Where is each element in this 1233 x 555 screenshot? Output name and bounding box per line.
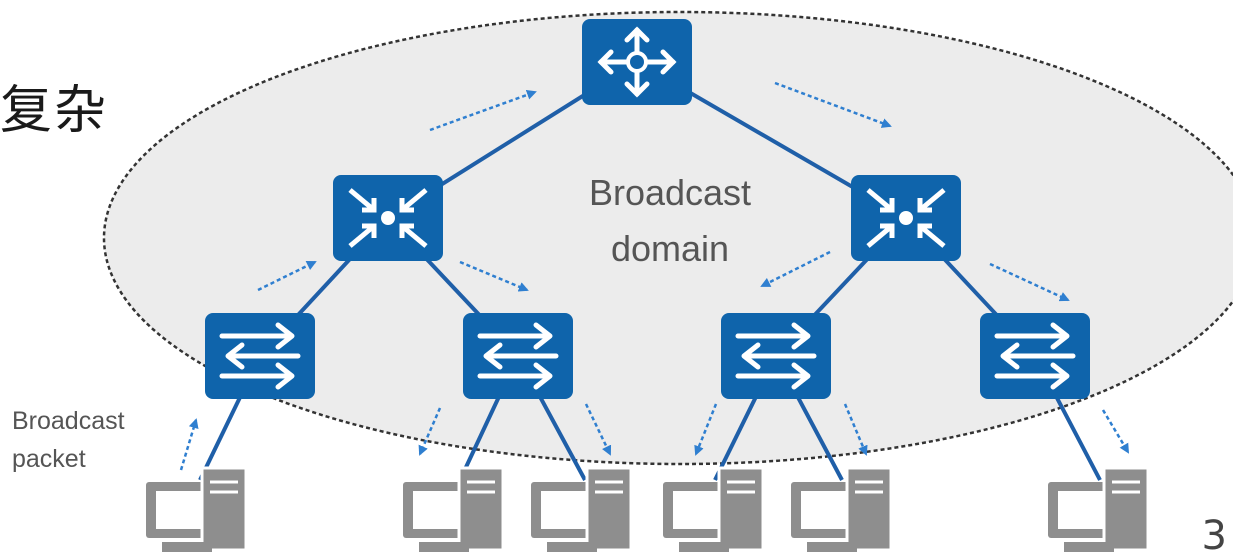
l3-switch-icon — [851, 175, 961, 261]
pc-icon — [1046, 466, 1150, 554]
broadcast-flow-arrows — [179, 81, 1130, 471]
pc-icon — [661, 466, 765, 554]
slide-title-fragment: 复杂 — [0, 81, 109, 141]
l3-switch-icon — [333, 175, 443, 261]
domain-label-line1: Broadcast — [588, 172, 752, 213]
pc-icon — [529, 466, 633, 554]
packet-label-line1: Broadcast — [12, 407, 125, 435]
pc-icon — [144, 466, 248, 554]
domain-label-line2: domain — [610, 228, 730, 269]
pc-icon — [401, 466, 505, 554]
broadcast-domain-ellipse — [102, 10, 1233, 466]
l2-switch-icon — [980, 313, 1090, 399]
l2-switch-icon — [463, 313, 573, 399]
broadcast-domain-label: Broadcast domain — [565, 165, 775, 277]
broadcast-packet-label: Broadcast packet — [12, 402, 125, 478]
router-icon — [582, 19, 692, 105]
l2-switch-icon — [205, 313, 315, 399]
page-number: 3 — [1201, 513, 1227, 555]
l2-switch-icon — [721, 313, 831, 399]
packet-label-line2: packet — [12, 445, 86, 473]
pc-icon — [789, 466, 893, 554]
